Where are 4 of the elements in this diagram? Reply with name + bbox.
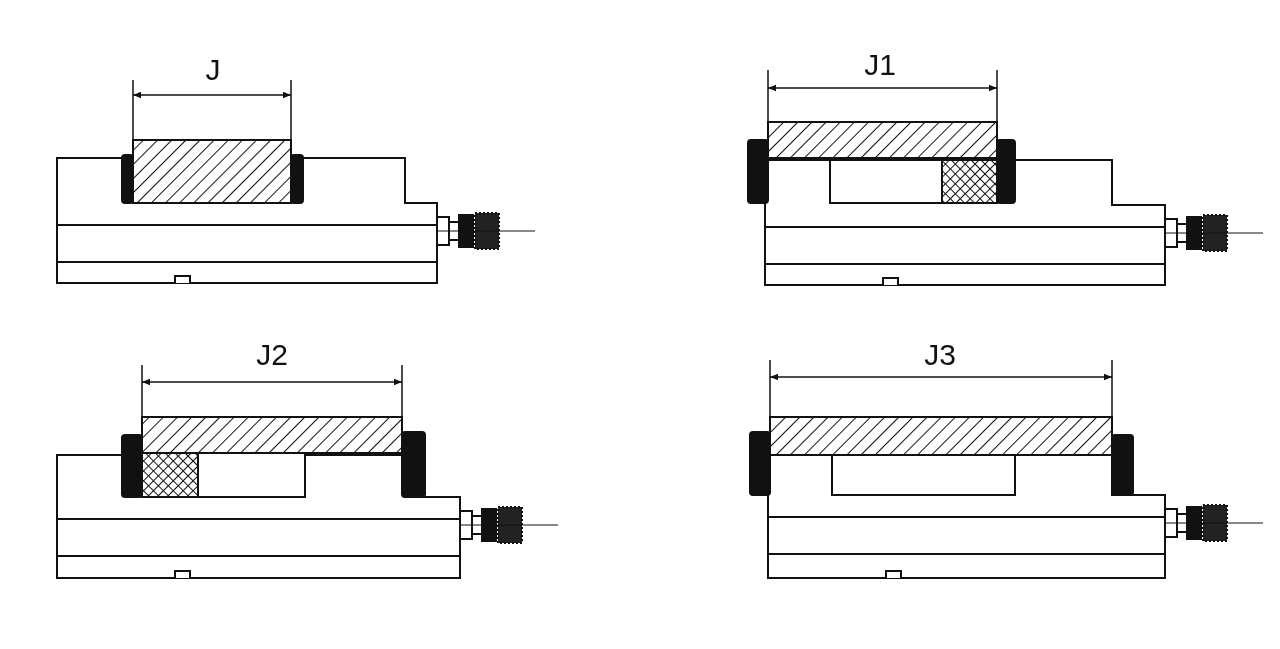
dimension-label: J3 <box>924 340 956 370</box>
dimension-label: J1 <box>864 50 896 80</box>
dimension-label: J <box>205 55 221 85</box>
dimension-label: J2 <box>256 340 288 370</box>
